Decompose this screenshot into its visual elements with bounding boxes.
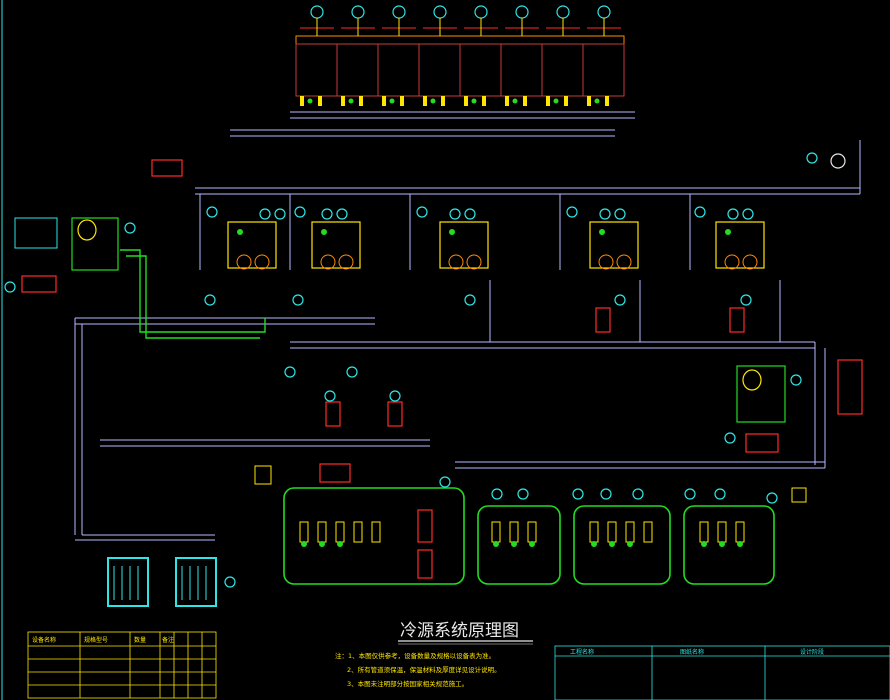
terminal-valves: [299, 476, 778, 579]
note-1: 注：1、本图仅供参考，设备数量及规格以设备表为准。: [335, 651, 495, 660]
drawing-title: 冷源系统原理图: [400, 621, 519, 641]
terminal-groups: [283, 487, 775, 585]
title-block-phase: 设计阶段: [800, 648, 824, 656]
heat-exchangers: [107, 557, 236, 607]
table-header-row: 设备名称 规格型号 数量 备注: [32, 636, 174, 644]
title-block: [554, 645, 890, 700]
note-2: 2、所有管道须保温，保温材料及厚度详见设计说明。: [347, 665, 501, 674]
table-header-spec: 规格型号: [84, 636, 108, 644]
title-block-project: 工程名称: [570, 648, 594, 656]
pipe-network: [74, 111, 861, 541]
table-header-qty: 数量: [134, 636, 146, 644]
equipment-table: [27, 631, 217, 699]
green-pipe: [120, 249, 266, 339]
title-block-drawing: 图纸名称: [680, 648, 704, 656]
chiller-units: [204, 206, 765, 333]
pump-top-right: [806, 152, 846, 169]
note-3: 3、本图未注明部分按国家相关规范施工。: [347, 679, 468, 688]
cooling-tower-group: [295, 5, 625, 106]
table-header-name: 设备名称: [32, 636, 56, 644]
secondary-pumps: [254, 359, 863, 503]
expansion-tank-left: [4, 159, 183, 293]
table-header-remark: 备注: [162, 636, 174, 644]
